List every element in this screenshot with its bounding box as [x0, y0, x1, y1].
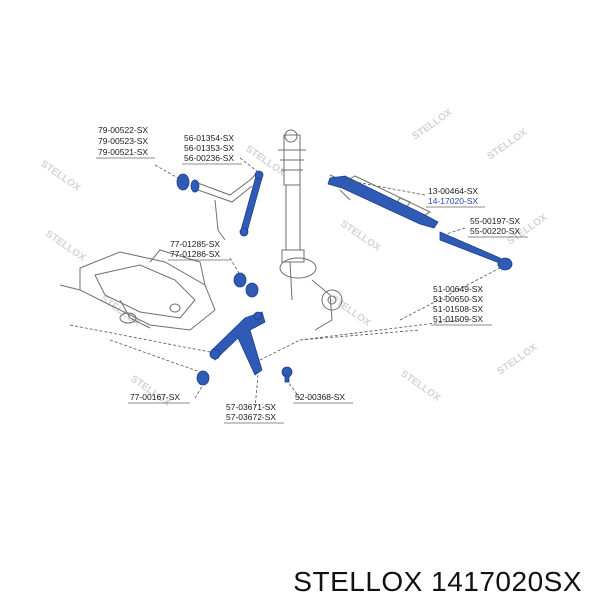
- ball-joint-part: [281, 366, 293, 378]
- label-55-00220: 55-00220-SX: [470, 226, 520, 236]
- label-55-00197: 55-00197-SX: [470, 216, 520, 226]
- label-77-00167: 77-00167-SX: [130, 392, 180, 402]
- label-51-00649: 51-00649-SX: [433, 284, 483, 294]
- ball-joint-stud: [284, 375, 290, 383]
- stabilizer-bushing-part: [176, 173, 190, 191]
- label-77-01285: 77-01285-SX: [170, 239, 220, 249]
- watermark: STELLOX: [328, 293, 372, 329]
- control-arm-part: [211, 311, 266, 376]
- watermark: STELLOX: [38, 158, 82, 194]
- watermark: STELLOX: [243, 143, 287, 179]
- leader-lines: [69, 157, 501, 409]
- label-77-01286: 77-01286-SX: [170, 249, 220, 259]
- watermark: STELLOX: [98, 293, 142, 329]
- strut-assembly: [278, 129, 343, 331]
- label-79-00522: 79-00522-SX: [98, 125, 148, 135]
- watermark: STELLOX: [338, 218, 382, 254]
- upper-mount-part: [233, 272, 247, 288]
- stabilizer-bar: [194, 174, 256, 241]
- label-14-17020: 14-17020-SX: [428, 196, 478, 206]
- label-79-00521: 79-00521-SX: [98, 147, 148, 157]
- watermark: STELLOX: [43, 228, 87, 264]
- label-56-01353: 56-01353-SX: [184, 143, 234, 153]
- watermark: STELLOX: [485, 127, 529, 163]
- label-52-00368: 52-00368-SX: [295, 392, 345, 402]
- upper-mount-part-2: [245, 282, 259, 298]
- label-57-03672: 57-03672-SX: [226, 412, 276, 422]
- watermark: STELLOX: [398, 368, 442, 404]
- label-51-01509: 51-01509-SX: [433, 314, 483, 324]
- steering-rack-part: [327, 175, 439, 229]
- arm-rear-bushing: [253, 311, 263, 321]
- stabilizer-link-joint-lower: [239, 227, 249, 237]
- watermark: STELLOX: [410, 107, 454, 143]
- label-57-03671: 57-03671-SX: [226, 402, 276, 412]
- label-13-00464: 13-00464-SX: [428, 186, 478, 196]
- arm-bushing-part: [196, 370, 210, 386]
- label-51-00650: 51-00650-SX: [433, 294, 483, 304]
- highlighted-parts: [176, 170, 513, 386]
- subframe-outline: [59, 249, 216, 331]
- arm-front-bushing: [209, 348, 221, 360]
- watermark: STELLOX: [495, 342, 539, 378]
- tie-rod-end-part: [497, 257, 513, 271]
- label-56-00236: 56-00236-SX: [184, 153, 234, 163]
- label-56-01354: 56-01354-SX: [184, 133, 234, 143]
- stabilizer-link-joint: [254, 170, 264, 180]
- label-79-00523: 79-00523-SX: [98, 136, 148, 146]
- part-number-labels: 79-00522-SX 79-00523-SX 79-00521-SX 56-0…: [96, 125, 528, 424]
- stabilizer-bushing-part-2: [190, 179, 200, 193]
- part-caption: STELLOX 1417020SX: [293, 566, 582, 597]
- label-51-01508: 51-01508-SX: [433, 304, 483, 314]
